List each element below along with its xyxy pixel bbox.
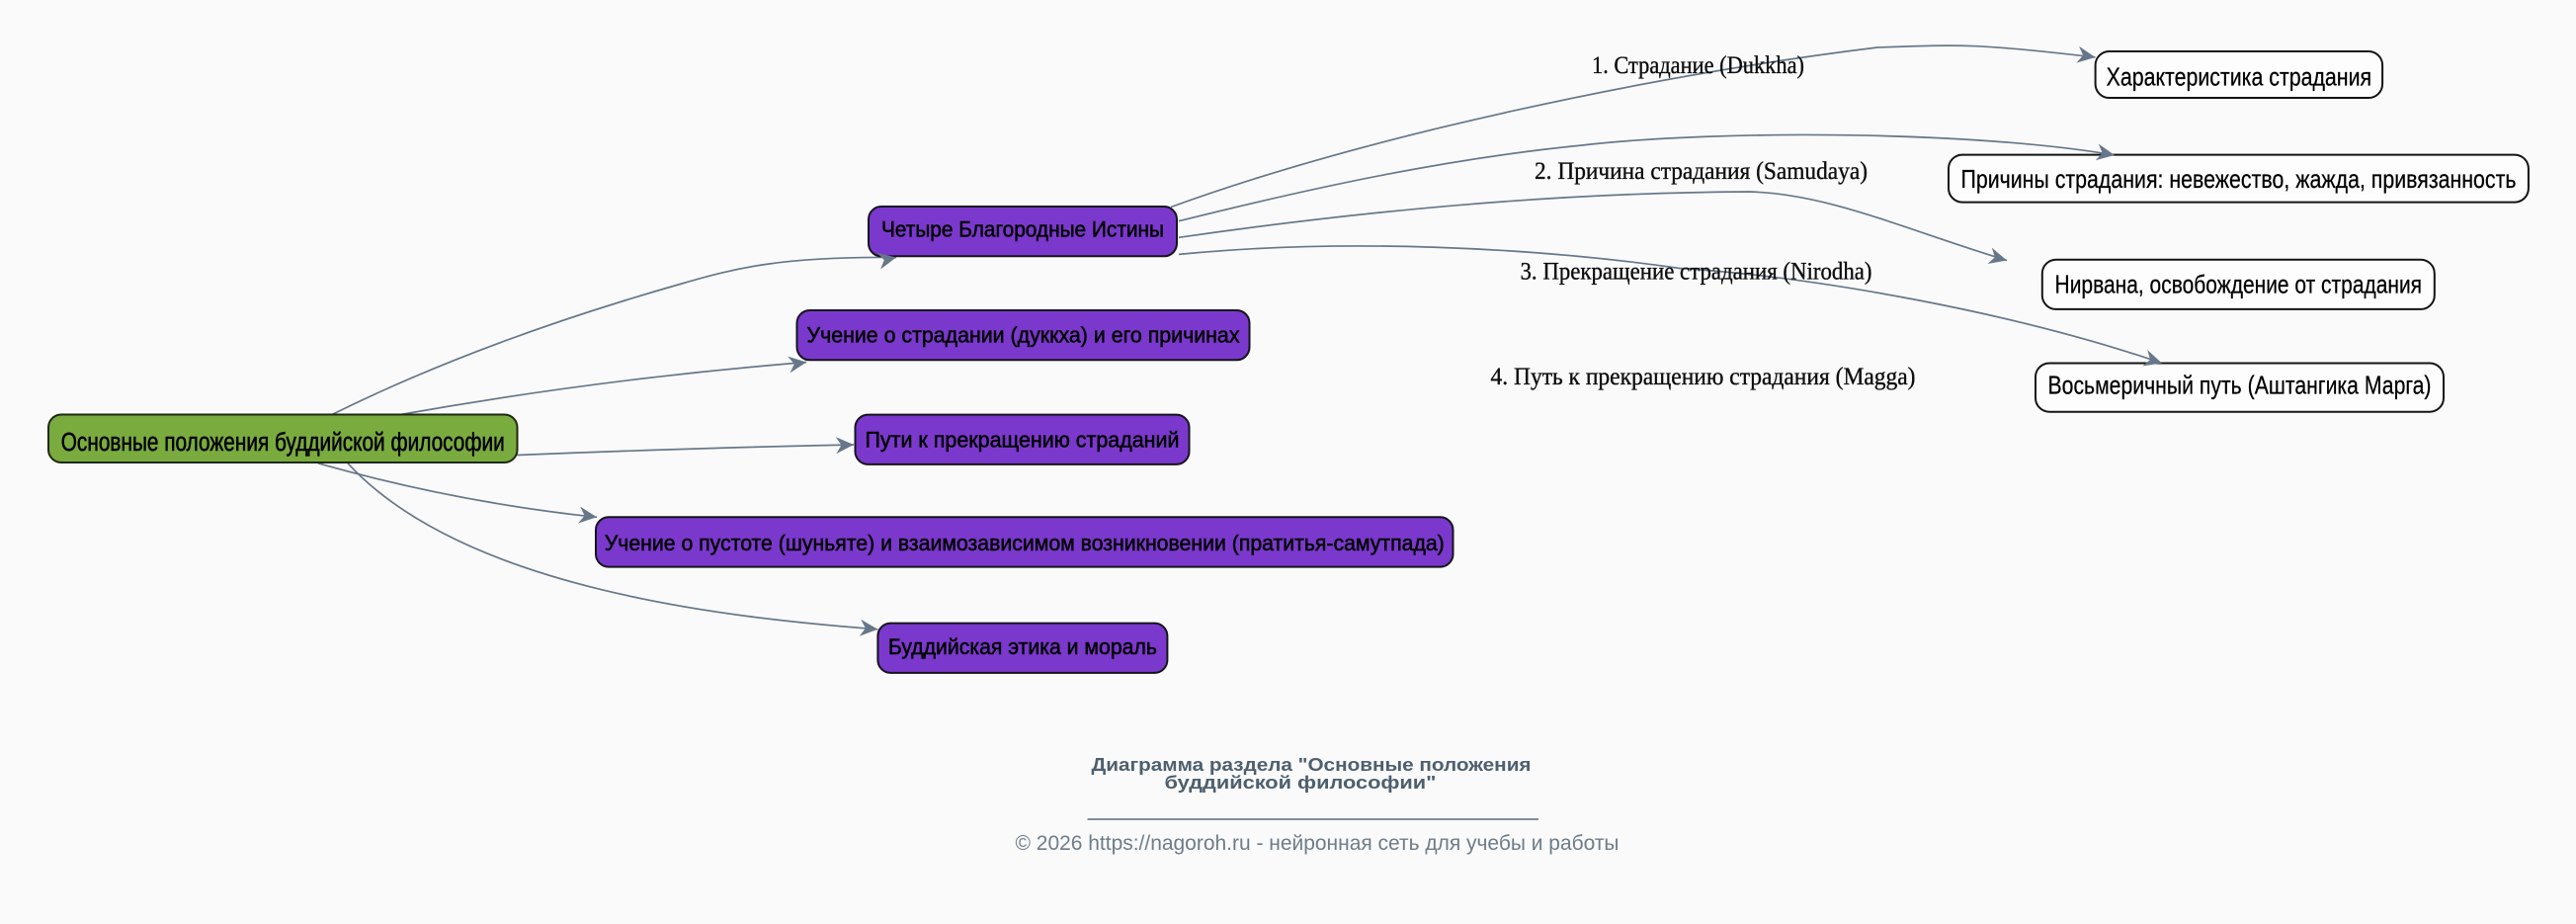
svg-text:2. Причина страдания (Samudaya: 2. Причина страдания (Samudaya) (1535, 158, 1868, 185)
svg-text:буддийской философии": буддийской философии" (1165, 772, 1437, 793)
svg-text:Основные положения буддийской: Основные положения буддийской философии (61, 429, 505, 457)
svg-text:Причины страдания: невежество,: Причины страдания: невежество, жажда, пр… (1961, 164, 2517, 194)
svg-text:Пути к прекращению страданий: Пути к прекращению страданий (866, 427, 1180, 452)
svg-text:Учение о пустоте (шуньяте) и в: Учение о пустоте (шуньяте) и взаимозавис… (605, 531, 1445, 555)
svg-text:Характеристика страдания: Характеристика страдания (2107, 62, 2372, 92)
svg-text:Диаграмма раздела "Основные по: Диаграмма раздела "Основные положения (1092, 754, 1532, 775)
svg-text:Буддийская этика и мораль: Буддийская этика и мораль (888, 634, 1157, 659)
svg-text:Учение о страдании (дуккха) и: Учение о страдании (дуккха) и его причин… (807, 323, 1241, 348)
svg-text:3. Прекращение страдания (Niro: 3. Прекращение страдания (Nirodha) (1521, 258, 1872, 285)
svg-text:1. Страдание (Dukkha): 1. Страдание (Dukkha) (1592, 52, 1804, 79)
svg-text:Четыре Благородные Истины: Четыре Благородные Истины (881, 217, 1164, 242)
svg-text:© 2026 https://nagoroh.ru - не: © 2026 https://nagoroh.ru - нейронная се… (1016, 831, 1620, 855)
svg-text:Восьмеричный путь (Аштангика М: Восьмеричный путь (Аштангика Марга) (2048, 371, 2432, 400)
svg-text:4. Путь к прекращению страдани: 4. Путь к прекращению страдания (Magga) (1491, 364, 1916, 390)
svg-text:Нирвана, освобождение от страд: Нирвана, освобождение от страдания (2055, 270, 2423, 299)
